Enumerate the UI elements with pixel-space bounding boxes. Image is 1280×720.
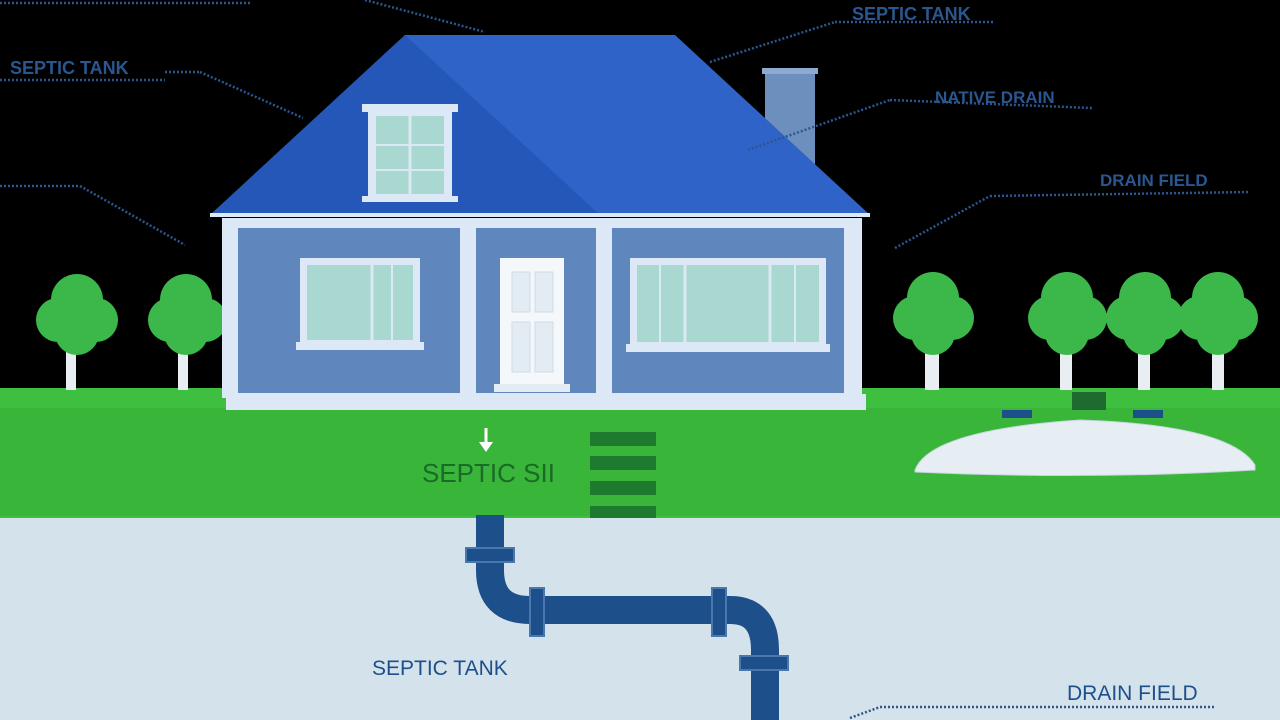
- label-right-upper: NATIVE DRAIN: [935, 88, 1055, 107]
- label-underground-field: DRAIN FIELD: [1067, 682, 1198, 705]
- tree-right-1: [893, 272, 974, 390]
- underground-pipe: [465, 515, 789, 720]
- label-top-right: SEPTIC TANK: [852, 4, 971, 24]
- leader-lines: [0, 0, 1251, 720]
- label-top-left: SEPTIC TANK: [10, 58, 129, 78]
- septic-tank-lid-stripes: [590, 432, 656, 518]
- flow-down-arrow-icon: [479, 428, 493, 452]
- tree-right-3: [1106, 272, 1184, 390]
- window-right: [626, 258, 830, 352]
- front-door: [494, 258, 570, 392]
- label-underground-tank: SEPTIC TANK: [372, 657, 508, 680]
- house-foundation: [226, 394, 866, 410]
- tree-right-4: [1178, 272, 1258, 390]
- tree-left-2: [148, 274, 227, 390]
- window-left: [296, 258, 424, 350]
- drain-field-mound: [914, 392, 1256, 477]
- tree-right-2: [1028, 272, 1107, 390]
- label-right-middle: DRAIN FIELD: [1100, 171, 1208, 190]
- label-ground: SEPTIC SII: [422, 458, 555, 488]
- tree-left-1: [36, 274, 118, 390]
- dormer-window: [362, 104, 458, 202]
